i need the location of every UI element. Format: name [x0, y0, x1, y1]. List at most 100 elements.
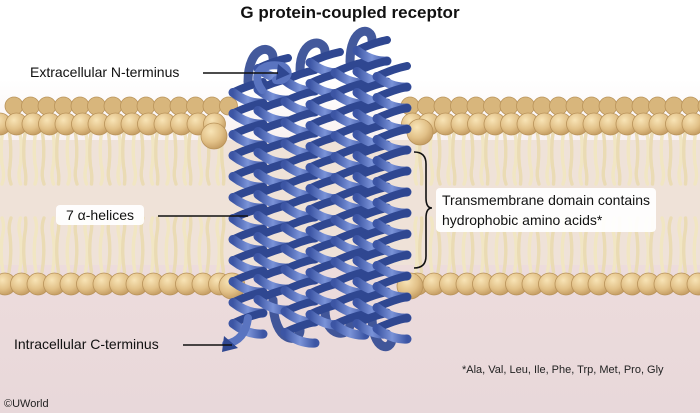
c-terminus-arrowhead: [222, 336, 238, 352]
lipid-tail: [106, 216, 112, 274]
lipid-head: [200, 122, 228, 150]
lipid-tail: [182, 128, 188, 186]
lipid-head-back: [433, 96, 453, 116]
lipid-tail: [220, 216, 226, 274]
lipid-head-back: [516, 96, 535, 116]
lipid-tail: [197, 128, 204, 186]
lipid-tail: [550, 128, 556, 186]
lipid-tail: [17, 216, 23, 274]
lipid-tail: [22, 128, 28, 186]
lipid-tail: [172, 128, 178, 186]
lipid-tail: [131, 128, 138, 186]
lipid-tail: [149, 216, 155, 274]
lipid-tail: [677, 216, 683, 274]
lipid-head-back: [37, 96, 57, 116]
lipid-tail: [106, 128, 112, 186]
lipid-tail: [139, 128, 145, 186]
lipid-tail: [682, 216, 688, 274]
lipid-tail: [149, 128, 155, 186]
lipid-tail: [611, 128, 617, 186]
lipid-head-back: [169, 96, 189, 116]
lipid-head-back: [598, 96, 618, 116]
lipid-tail: [205, 216, 211, 274]
lipid-tail: [197, 216, 204, 274]
lipid-head-back: [615, 96, 634, 116]
lipid-head-back: [70, 96, 90, 116]
lipid-tail: [413, 216, 419, 274]
lipid-head-back: [466, 96, 486, 116]
lipid-tail: [154, 216, 160, 274]
intracellular-loop: [320, 305, 355, 338]
lipid-head-back: [202, 96, 222, 116]
lipid-tail: [578, 128, 584, 186]
lipid-tail: [484, 128, 490, 186]
c-terminus-label: Intracellular C-terminus: [14, 336, 159, 352]
n-terminus-tail: [253, 61, 292, 94]
lipid-tail: [0, 216, 6, 274]
lipid-head: [681, 112, 700, 136]
lipid-tail: [187, 216, 193, 274]
lipid-head-back: [136, 96, 156, 116]
lipid-tail: [545, 128, 551, 186]
helix-front-strand: [330, 320, 370, 340]
lipid-tail: [215, 216, 221, 274]
lipid-tail: [428, 216, 435, 274]
lipid-tail: [568, 128, 574, 186]
lipid-tail: [164, 128, 171, 186]
lipid-bilayer: [0, 96, 700, 300]
lipid-tail: [187, 128, 193, 186]
lipid-tail: [83, 128, 89, 186]
lipid-tail: [88, 128, 94, 186]
lipid-tail: [461, 128, 468, 186]
lipid-tail: [7, 128, 13, 186]
lipid-head-back: [499, 96, 519, 116]
lipid-tail: [418, 216, 424, 274]
lipid-tail: [644, 128, 650, 186]
lipid-tail: [601, 128, 607, 186]
lipid-tail: [479, 128, 485, 186]
lipid-head-back: [153, 96, 172, 116]
lipid-head-back: [103, 96, 123, 116]
lipid-tail: [182, 216, 188, 274]
lipid-head: [406, 118, 434, 146]
lipid-tail: [22, 216, 28, 274]
diagram-title: G protein-coupled receptor: [240, 3, 460, 22]
lipid-tail: [32, 128, 39, 186]
lipid-tail: [436, 128, 442, 186]
lipid-tail: [73, 216, 79, 274]
lipid-tail: [98, 128, 105, 186]
lipid-tail: [17, 128, 23, 186]
lipid-tail: [667, 216, 673, 274]
lipid-head-back: [21, 96, 40, 116]
lipid-tail: [659, 216, 666, 274]
lipid-head-back: [532, 96, 552, 116]
lipid-head: [686, 272, 700, 296]
lipid-tail: [451, 128, 457, 186]
lipid-tail: [527, 128, 534, 186]
lipid-tail: [626, 128, 633, 186]
lipid-head-back: [631, 96, 651, 116]
lipid-tail: [73, 128, 79, 186]
lipid-head-back: [417, 96, 436, 116]
lipid-tail: [616, 128, 622, 186]
lipid-tail: [55, 128, 61, 186]
lipid-tail: [682, 128, 688, 186]
lipid-tail: [154, 128, 160, 186]
lipid-tail: [692, 128, 699, 186]
lipid-head-back: [549, 96, 568, 116]
lipid-tail: [469, 128, 475, 186]
lipid-tail: [502, 128, 508, 186]
footnote: *Ala, Val, Leu, Ile, Phe, Trp, Met, Pro,…: [462, 364, 664, 376]
lipid-tail: [677, 128, 683, 186]
lipid-tail: [659, 128, 666, 186]
lipid-head-back: [483, 96, 502, 116]
extracellular-loop: [345, 26, 377, 67]
lipid-tail: [172, 216, 178, 274]
n-terminus-label: Extracellular N-terminus: [30, 64, 180, 80]
lipid-tail: [0, 128, 6, 186]
lipid-head-back: [582, 96, 601, 116]
lipid-tail: [583, 128, 589, 186]
lipid-head-back: [565, 96, 585, 116]
lipid-tail: [593, 128, 600, 186]
